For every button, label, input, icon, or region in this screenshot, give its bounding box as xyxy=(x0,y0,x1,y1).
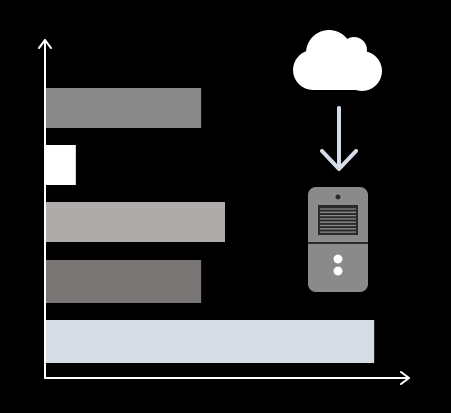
bar-4 xyxy=(46,260,202,303)
bar-1 xyxy=(46,88,202,128)
speaker-grille xyxy=(320,208,356,233)
indicator-light-bottom xyxy=(333,266,343,276)
indicator-light-top xyxy=(333,254,343,264)
axes xyxy=(38,39,410,385)
bar-2 xyxy=(46,145,76,185)
cloud-icon xyxy=(293,30,382,91)
bar-3 xyxy=(46,202,225,242)
bar-5 xyxy=(46,320,375,363)
y-axis-arrowhead xyxy=(38,39,52,49)
door-intercom-icon xyxy=(308,187,368,292)
bar-group xyxy=(46,88,375,363)
camera-lens xyxy=(335,194,341,200)
speaker-frame xyxy=(318,205,358,235)
arrow-down-icon xyxy=(320,106,358,171)
intercom-body xyxy=(308,187,368,292)
x-axis-arrowhead xyxy=(400,371,410,385)
